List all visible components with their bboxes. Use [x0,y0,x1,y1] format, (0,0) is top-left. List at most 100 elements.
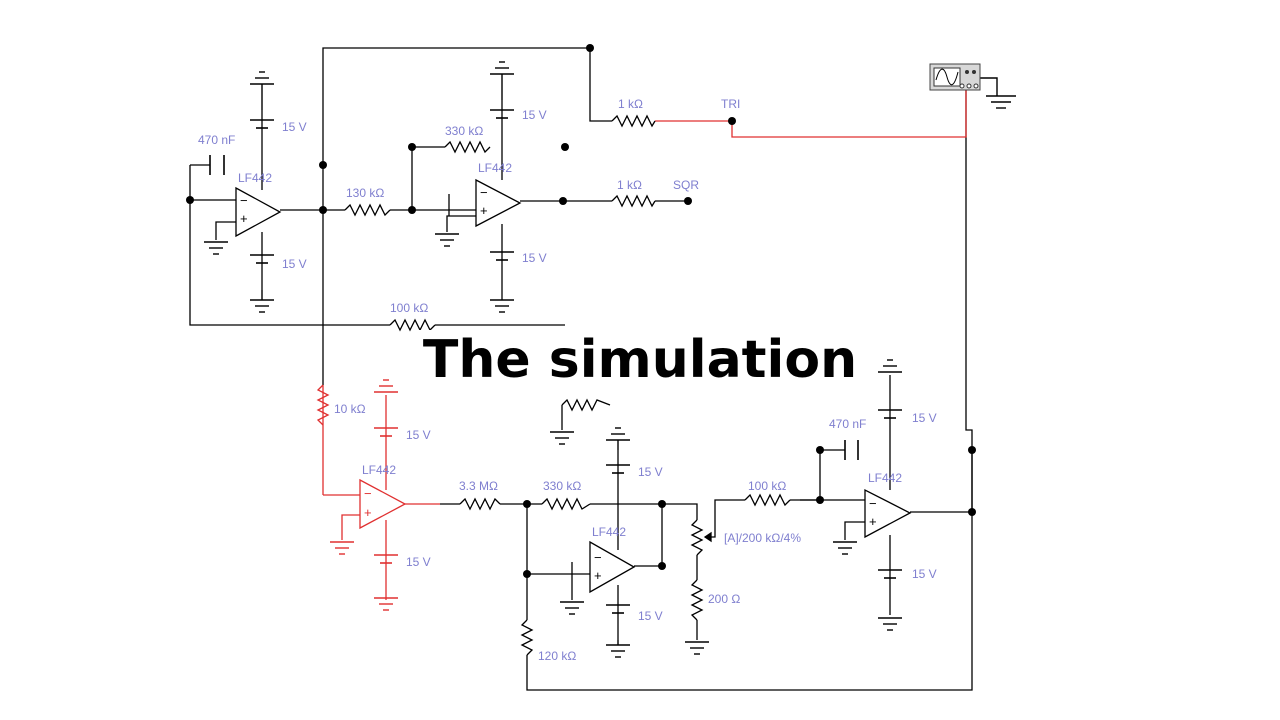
red-wires [322,90,967,600]
ground-red-1 [374,379,398,393]
ground-2 [250,290,274,313]
label-v8: 15 V [638,609,663,623]
wire-opamp2-gnd [446,215,476,232]
junction [408,143,416,151]
wire-right-loop [526,90,973,691]
ground-14 [878,617,902,631]
resistor-1k-sqr [611,194,656,208]
ground-8 [606,427,630,450]
label-r-10k: 10 kΩ [334,402,366,416]
battery-9 [878,409,902,419]
label-opamp5: LF442 [868,471,902,485]
page-title: The simulation [416,330,864,390]
ground-red-3 [330,541,354,555]
label-v1: 15 V [282,120,307,134]
wire-330k-fb [411,146,445,210]
resistor-3-3M [459,497,501,511]
junction [816,446,824,454]
opamp-5 [864,488,912,539]
battery-10 [878,569,902,579]
opamp5-plus: + [869,514,877,529]
junction [658,562,666,570]
resistor-330k-bot [541,497,591,511]
junction [968,508,976,516]
label-r-200: 200 Ω [708,592,740,606]
junction [408,206,416,214]
resistor-1k-tri [611,114,656,128]
label-r-3-3M: 3.3 MΩ [459,479,498,493]
label-tri: TRI [721,97,740,111]
label-r-330k-top: 330 kΩ [445,124,483,138]
opamp2-plus: + [480,203,488,218]
battery-6 [374,554,398,564]
junction [559,197,567,205]
opamp4-minus: − [594,550,602,565]
label-opamp3: LF442 [362,463,396,477]
ground-11 [685,641,709,655]
wire-red-op3-gnd [341,514,360,540]
potentiometer [690,519,704,556]
tri-node [728,117,736,125]
wire-cap2 [819,449,845,500]
label-v3: 15 V [522,108,547,122]
label-v6: 15 V [406,555,431,569]
label-v9: 15 V [912,411,937,425]
ground-red-2 [374,597,398,611]
oscilloscope-icon[interactable] [929,63,981,91]
wire-opamp1-gnd [215,221,236,240]
junction [586,44,594,52]
junction [523,500,531,508]
resistor-100k-top [389,318,436,332]
label-r-1k-sqr: 1 kΩ [617,178,642,192]
sqr-node [684,197,692,205]
battery-1 [250,119,274,129]
label-cap1: 470 nF [198,133,235,147]
junction [658,500,666,508]
wires [189,47,973,691]
resistor-200 [690,579,704,621]
label-v7: 15 V [638,465,663,479]
ground-4 [490,299,514,313]
opamp3-plus: + [364,505,372,520]
battery-3 [490,109,514,119]
junctions [186,44,976,578]
junction [319,206,327,214]
ground-12 [878,359,902,373]
ground-1 [250,71,274,110]
junction [523,570,531,578]
battery-7 [606,464,630,474]
title-overlay: The simulation [0,330,1280,390]
ground-3 [490,61,514,100]
opamp2-minus: − [480,185,488,200]
label-r-100k-bot: 100 kΩ [748,479,786,493]
opamp-3 [359,478,407,530]
junction [968,446,976,454]
label-r-120k: 120 kΩ [538,649,576,663]
ground-13 [833,541,857,555]
label-v10: 15 V [912,567,937,581]
junction [186,196,194,204]
wire-op5-gnd [844,521,865,540]
label-v4: 15 V [522,251,547,265]
resistor-10k [316,384,330,426]
label-sqr: SQR [673,178,699,192]
label-opamp4: LF442 [592,525,626,539]
battery-2 [250,254,274,264]
potentiometer-wiper [703,531,712,543]
ground-6 [435,233,459,247]
ground-15 [975,77,1016,109]
opamp1-plus: + [240,211,248,226]
battery-5 [374,427,398,437]
label-cap2: 470 nF [829,417,866,431]
ground-10 [606,640,630,658]
junction [319,161,327,169]
label-r-330k-bot: 330 kΩ [543,479,581,493]
opamp-2 [475,178,522,228]
label-r-100k-top: 100 kΩ [390,301,428,315]
label-v5: 15 V [406,428,431,442]
label-r-1k-tri: 1 kΩ [618,97,643,111]
opamp-1 [235,186,282,238]
ground-5 [204,241,228,255]
resistor-100k-bot [744,493,791,507]
resistor-small-mid [561,398,611,412]
